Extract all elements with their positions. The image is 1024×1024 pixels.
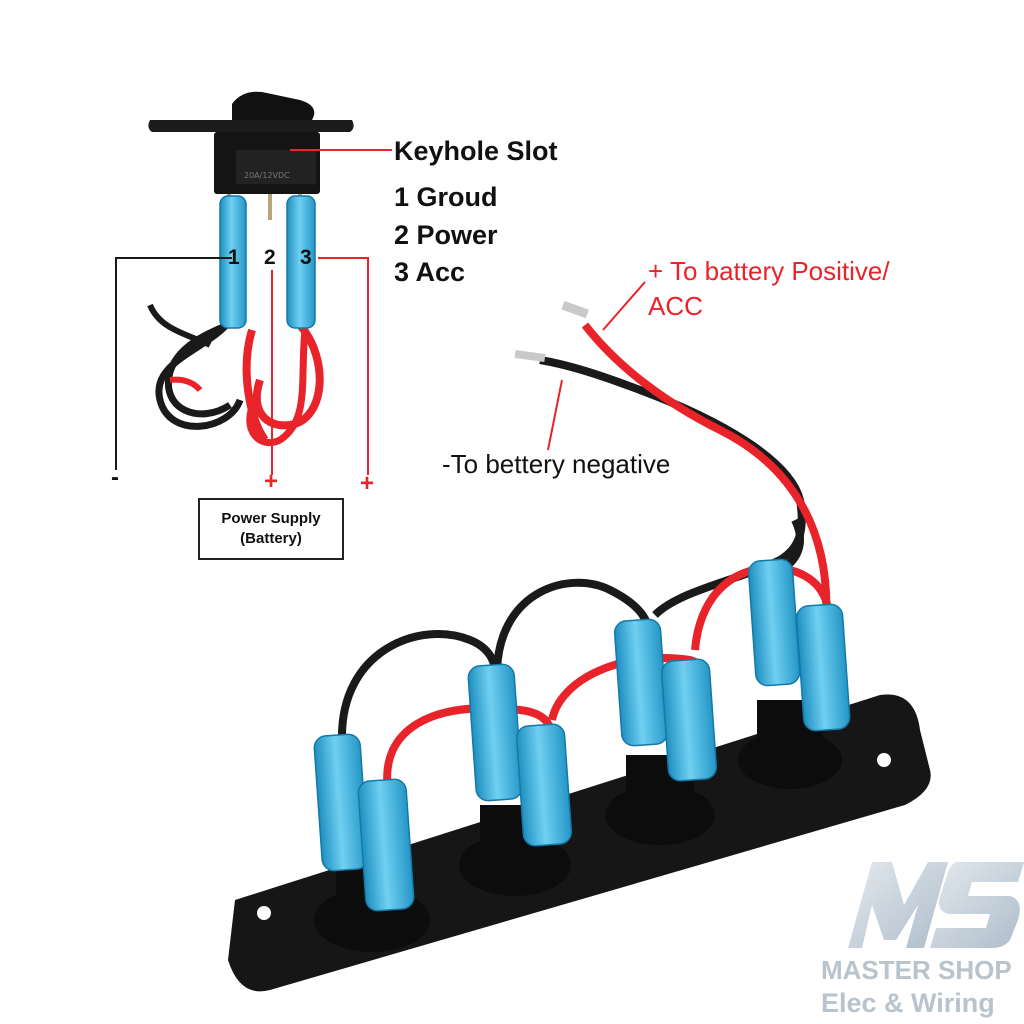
power-supply-label: Power Supply [221,510,321,527]
positive-leader-line [602,281,646,331]
plus-sign-acc: + [360,470,375,497]
minus-sign: - [111,464,119,491]
pin2-spec-label: 2 Power [394,220,498,250]
black-jumper-wires [337,349,806,741]
battery-label: (Battery) [240,530,302,547]
keyhole-slot-label: Keyhole Slot [394,136,558,166]
single-switch-illustration: 20A/12VDC [115,91,392,475]
watermark-brand: MASTER SHOP [821,955,1012,985]
panel-connectors [313,558,851,912]
plus-sign-power: + [264,468,279,495]
battery-positive-acc-label: ACC [648,291,703,321]
pin1-spec-label: 1 Groud [394,182,498,212]
switch-marking: 20A/12VDC [244,171,290,180]
pin3-spec-label: 3 Acc [394,257,466,287]
power-supply-box: Power Supply (Battery) [198,498,344,560]
pin1-marker: 1 [228,246,240,269]
master-shop-logo [848,862,1024,948]
battery-negative-label: -To bettery negative [442,449,671,479]
pin3-marker: 3 [300,246,312,269]
watermark-subtitle: Elec & Wiring [821,988,995,1018]
pin2-marker: 2 [264,246,276,269]
battery-positive-label: + To battery Positive/ [648,256,890,286]
negative-leader-line [547,379,563,451]
